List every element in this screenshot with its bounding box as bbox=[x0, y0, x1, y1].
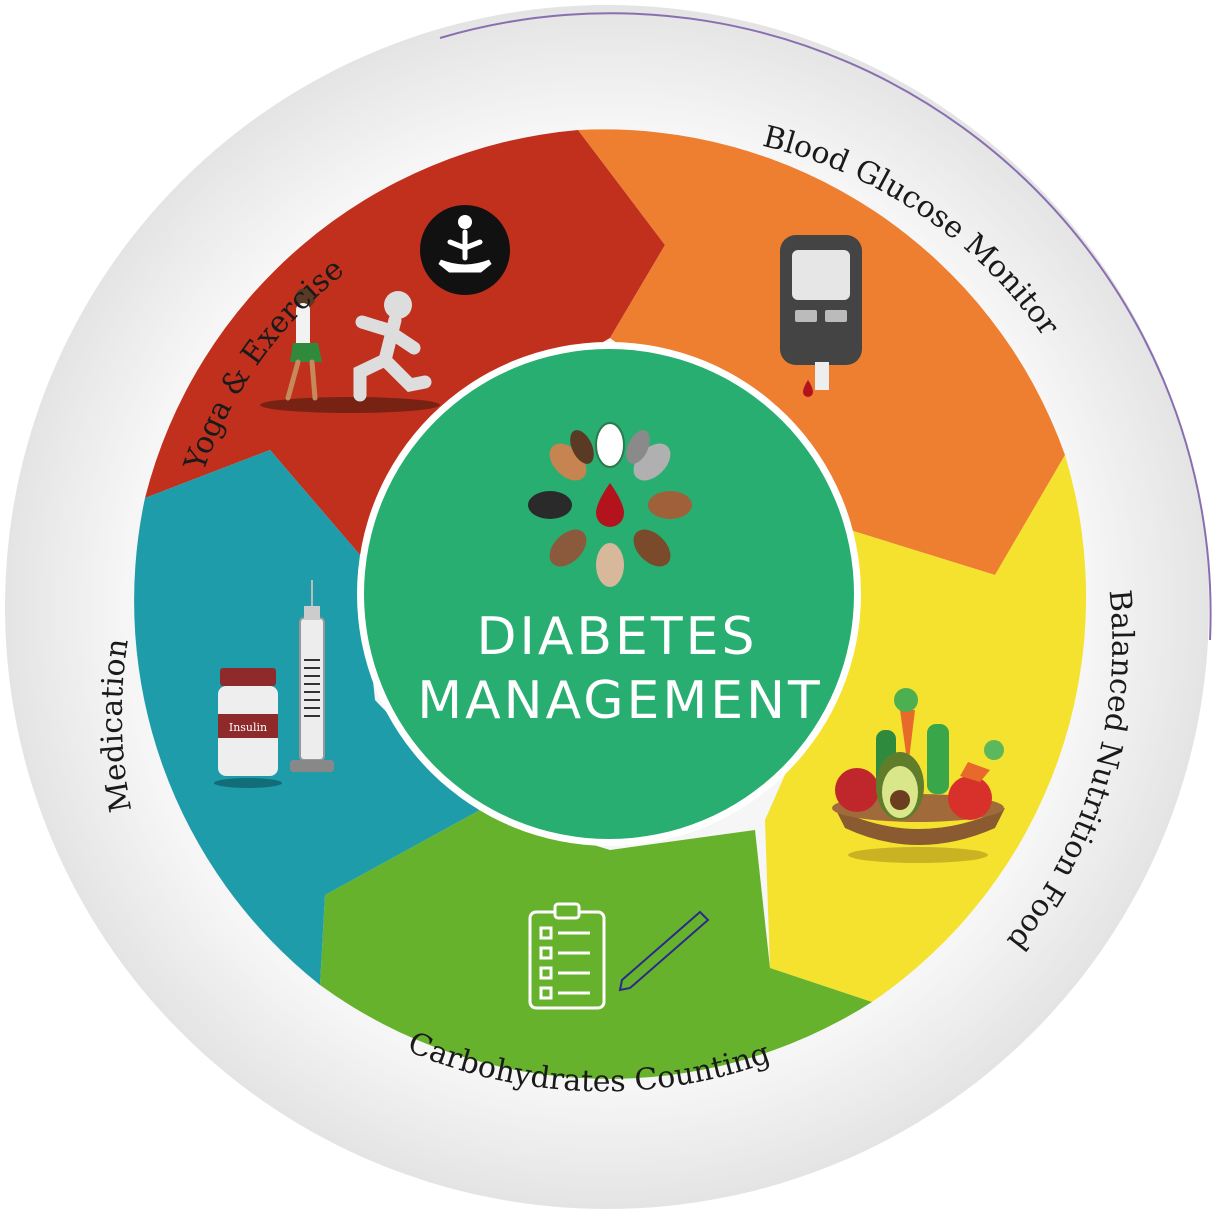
clipboard-pencil-icon bbox=[528, 902, 710, 1010]
insulin-label: Insulin bbox=[229, 721, 267, 734]
center-title-line1: Diabetes bbox=[476, 607, 757, 667]
yoga-running-icon bbox=[260, 205, 510, 413]
vegetable-bowl-icon bbox=[832, 688, 1005, 863]
center-circle bbox=[364, 349, 854, 839]
segment-carbs bbox=[320, 810, 872, 1079]
glucometer-icon bbox=[780, 235, 862, 397]
center-title-line2: Management bbox=[417, 671, 823, 731]
outer-ring-accent bbox=[439, 12, 1212, 641]
hands-circle-blood-drop-icon bbox=[528, 422, 692, 587]
insulin-syringe-icon: Insulin bbox=[214, 580, 334, 788]
